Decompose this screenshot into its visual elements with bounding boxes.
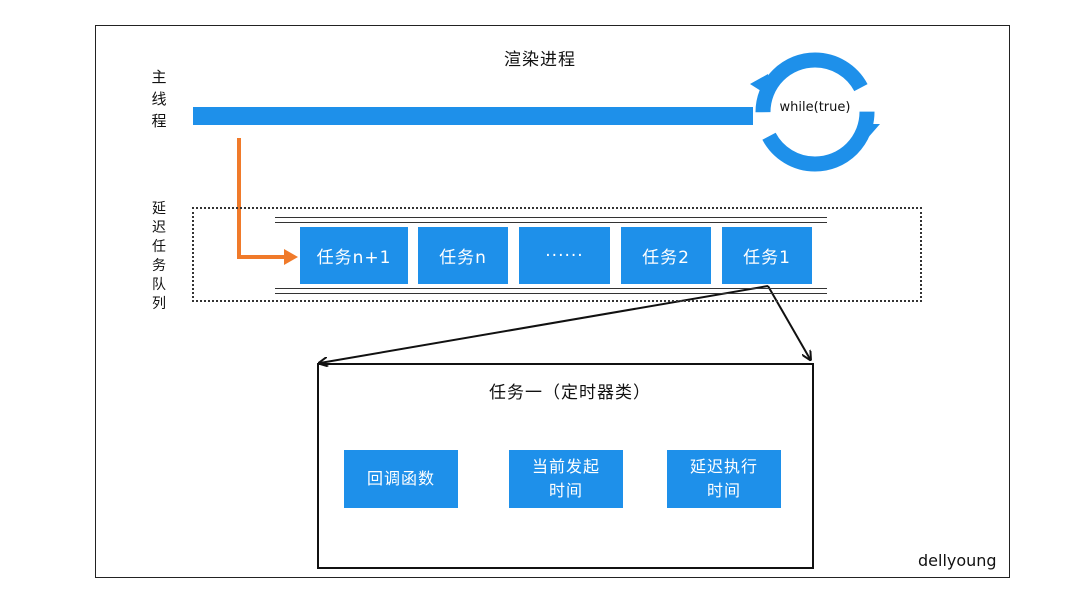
field-callback: 回调函数 — [344, 450, 458, 508]
queue-rail-bottom — [275, 288, 827, 294]
delayed-queue-box — [192, 207, 922, 302]
event-loop-ring — [750, 52, 880, 172]
orange-arrow — [237, 138, 298, 265]
field-delay-time-line1: 延迟执行 — [689, 457, 758, 476]
expand-arrows — [320, 285, 810, 363]
task-ellipsis: ······ — [519, 227, 610, 284]
main-thread-bar — [193, 107, 753, 125]
loop-arrowhead-left — [750, 74, 772, 98]
field-delay-time-line2: 时间 — [706, 481, 741, 500]
field-start-time-line1: 当前发起 — [531, 457, 600, 476]
main-thread-label: 主线程 — [151, 68, 167, 130]
task-detail-box — [317, 363, 814, 569]
task-detail-title: 任务一（定时器类） — [489, 383, 651, 403]
queue-rail-top — [275, 217, 827, 223]
field-callback-label: 回调函数 — [366, 469, 435, 488]
task-2: 任务2 — [621, 227, 711, 284]
diagram-title: 渲染进程 — [504, 50, 576, 70]
delayed-queue-label: 延迟任务队列 — [152, 201, 166, 312]
watermark: dellyoung — [918, 551, 997, 570]
field-start-time: 当前发起 时间 — [509, 450, 623, 508]
field-delay-time: 延迟执行 时间 — [667, 450, 781, 508]
field-start-time-line2: 时间 — [548, 481, 583, 500]
loop-label: while(true) — [779, 100, 851, 115]
task-n: 任务n — [418, 227, 508, 284]
task-n-plus-1: 任务n+1 — [300, 227, 408, 284]
diagram-frame — [95, 25, 1010, 578]
task-1: 任务1 — [722, 227, 812, 284]
loop-arrowhead-right — [858, 124, 880, 140]
